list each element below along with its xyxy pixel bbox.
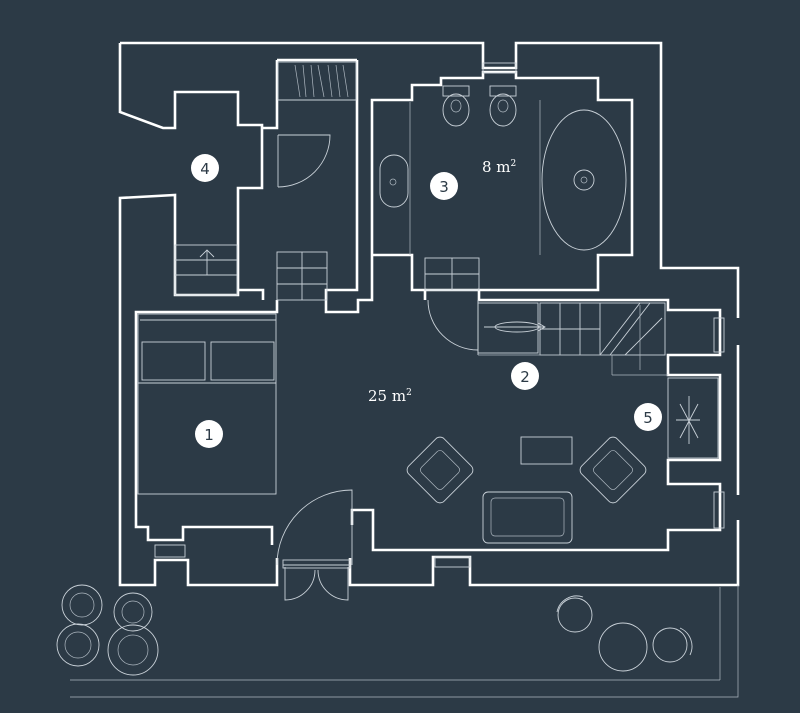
room-number: 3 (439, 178, 449, 196)
room-badge-4: 4 (191, 154, 219, 182)
room-4-fixtures (174, 61, 357, 301)
room-number: 5 (643, 409, 653, 427)
room-badge-2: 2 (511, 362, 539, 390)
room-number: 1 (204, 426, 214, 444)
room-badge-3: 3 (430, 172, 458, 200)
area-label-room-3: 8 m2 (482, 158, 516, 176)
living-fixtures (276, 377, 725, 601)
bathroom-fixtures (379, 62, 627, 291)
room-badge-1: 1 (195, 420, 223, 448)
bedroom-fixtures (137, 313, 277, 558)
room-number: 4 (200, 160, 210, 178)
exterior (70, 585, 739, 698)
room-number: 2 (520, 368, 530, 386)
area-label-room-5: 25 m2 (368, 387, 412, 405)
stair-fixtures (427, 299, 725, 376)
trees (56, 584, 159, 676)
patio-furniture (556, 595, 693, 672)
room-badge-5: 5 (634, 403, 662, 431)
